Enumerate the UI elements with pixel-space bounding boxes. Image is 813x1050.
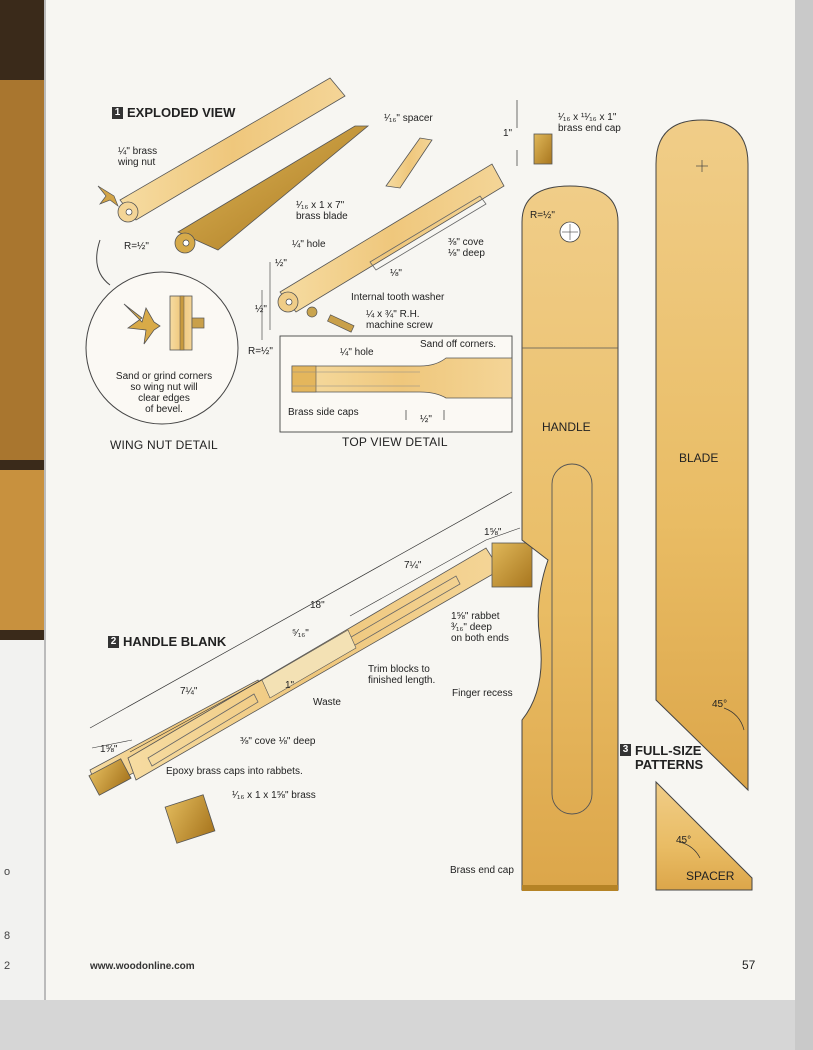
label-finger-recess: Finger recess (452, 688, 513, 699)
label-epoxy: Epoxy brass caps into rabbets. (166, 766, 303, 777)
page-number: 57 (742, 958, 756, 972)
label-blank-cove: ⅜" cove ⅛" deep (240, 736, 316, 747)
label-trim: Trim blocks to finished length. (368, 664, 436, 686)
label-side-caps: Brass side caps (288, 407, 359, 418)
label-brass-end-cap: Brass end cap (450, 865, 514, 876)
label-brass-wing-nut: ¼" brass wing nut (118, 146, 158, 168)
label-top-hole: ¼" hole (340, 347, 374, 358)
exploded-view-heading: 1 EXPLODED VIEW (112, 105, 235, 120)
label-screw: ¼ x ¾" R.H. machine screw (366, 309, 433, 331)
label-spacer-angle: 45° (676, 835, 692, 846)
section-title: EXPLODED VIEW (127, 105, 236, 120)
section-title: FULL-SIZE PATTERNS (635, 743, 704, 772)
label-one-five-eighths-right: 1⅝" (484, 527, 502, 538)
margin-mark: 8 (4, 930, 11, 942)
label-wing-nut-note: Sand or grind corners so wing nut will c… (115, 371, 213, 415)
label-hole: ¼" hole (292, 239, 326, 250)
label-blade-pattern: BLADE (679, 451, 719, 465)
label-waste: Waste (313, 697, 341, 708)
handle-blank-heading: 2 HANDLE BLANK (108, 634, 226, 649)
label-brass-cap-size: ¹⁄₁₆ x 1 x 1⅝" brass (232, 790, 316, 801)
label-one-inch-blank: 1" (285, 680, 295, 691)
label-half-1: ½" (275, 258, 287, 269)
label-spacer-pattern: SPACER (686, 869, 735, 883)
label-cove: ⅜" cove ⅛" deep (448, 237, 485, 259)
wing-nut-detail-caption: WING NUT DETAIL (110, 438, 218, 452)
label-spacer: ¹⁄₁₆" spacer (384, 113, 433, 124)
section-title: HANDLE BLANK (123, 634, 227, 649)
margin-mark: 2 (4, 960, 11, 972)
label-one-five-eighths-left: 1⅝" (100, 744, 118, 755)
label-radius-1: R=½" (124, 241, 149, 252)
label-sand-corners: Sand off corners. (420, 339, 496, 350)
label-rabbet: 1⅝" rabbet ³⁄₁₆" deep on both ends (451, 611, 509, 644)
label-handle: HANDLE (542, 420, 591, 434)
label-end-cap: ¹⁄₁₆ x ¹¹⁄₁₆ x 1" brass end cap (558, 112, 621, 134)
margin-mark: o (4, 866, 11, 878)
label-radius-2: R=½" (248, 346, 273, 357)
section-number: 3 (620, 744, 631, 756)
footer-url: www.woodonline.com (90, 961, 195, 972)
section-number: 1 (112, 106, 123, 119)
full-size-heading: 3 FULL-SIZE PATTERNS (620, 744, 703, 772)
label-blade-angle: 45° (712, 699, 728, 710)
label-seven-quarter-right: 7¼" (404, 560, 422, 571)
top-view-detail-caption: TOP VIEW DETAIL (342, 435, 448, 449)
label-one-inch: 1" (503, 128, 513, 139)
label-handle-radius: R=½" (530, 210, 555, 221)
label-half-2: ½" (255, 304, 267, 315)
label-blade: ¹⁄₁₆ x 1 x 7" brass blade (296, 200, 348, 222)
label-washer: Internal tooth washer (351, 292, 445, 303)
label-eighteen: 18" (310, 600, 325, 611)
label-top-half: ½" (420, 414, 432, 425)
section-number: 2 (108, 635, 119, 648)
label-seven-quarter-left: 7¼" (180, 686, 198, 697)
label-five-sixteenths: ⁵⁄₁₆" (292, 628, 309, 639)
label-eighth: ⅛" (390, 268, 402, 279)
